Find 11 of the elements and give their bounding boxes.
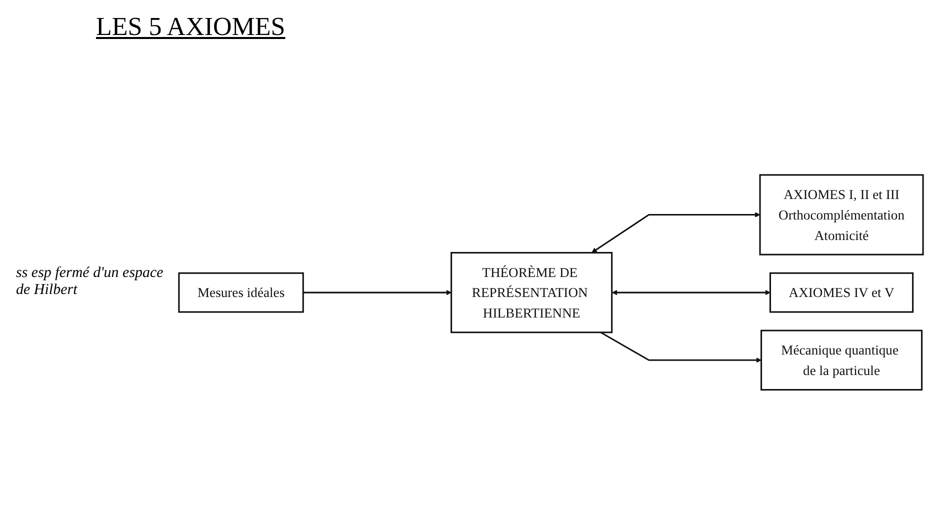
node-box: THÉORÈME DE REPRÉSENTATION HILBERTIENNE [450, 252, 613, 333]
handwritten-note: ss esp fermé d'un espace de Hilbert [16, 265, 164, 299]
node-box: Mécanique quantique de la particule [760, 329, 923, 390]
node-box: Mesures idéales [178, 272, 304, 312]
node-box: AXIOMES I, II et III Orthocomplémentation Atomicité [759, 174, 924, 255]
arrow [303, 289, 452, 295]
title: LES 5 AXIOMES [96, 12, 286, 42]
arrow [592, 212, 760, 252]
arrow [600, 331, 762, 362]
arrow [612, 289, 770, 295]
node-box: AXIOMES IV et V [769, 272, 914, 312]
